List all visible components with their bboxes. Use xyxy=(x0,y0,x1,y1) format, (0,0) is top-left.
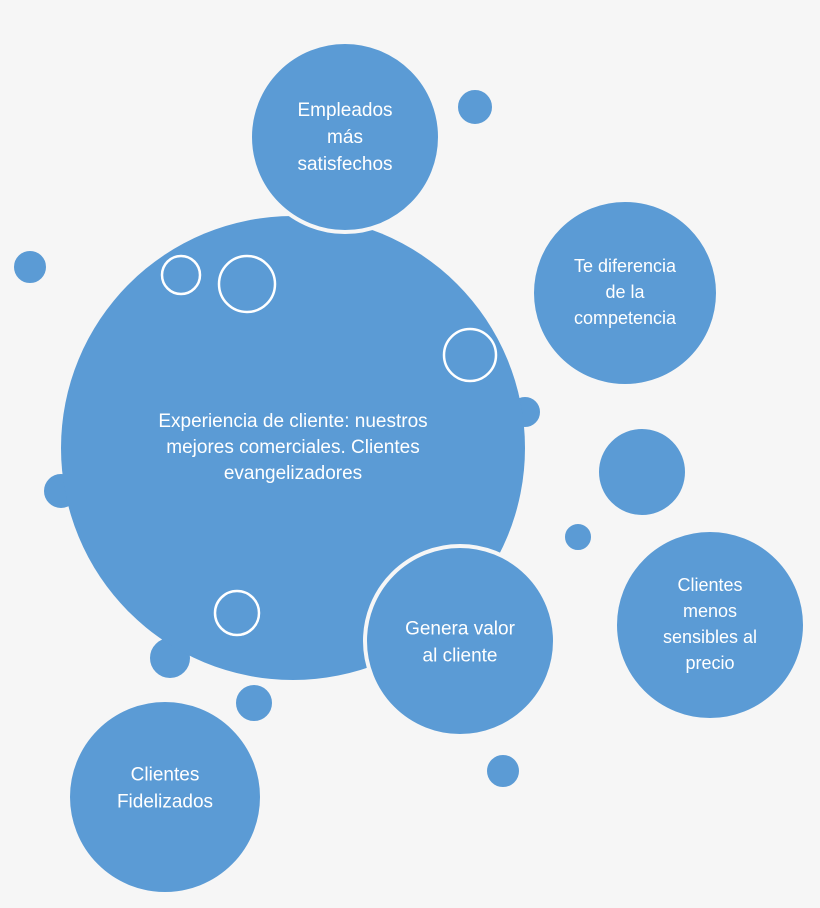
bubble-shape-clientes-menos-sensibles-al-precio xyxy=(613,528,807,722)
accent-bubble-accent-top-right xyxy=(454,86,496,128)
bubble-label-line: más xyxy=(327,127,363,148)
bubble-label-line: Experiencia de cliente: nuestros xyxy=(158,411,427,432)
bubble-label-line: precio xyxy=(685,653,734,673)
accent-bubble-accent-left-upper xyxy=(10,247,50,287)
bubble-genera-valor-al-cliente[interactable]: Genera valor al cliente xyxy=(363,544,557,738)
bubble-label-genera-valor-al-cliente: Genera valor al cliente xyxy=(405,619,516,667)
bubble-shape-genera-valor-al-cliente xyxy=(363,544,557,738)
bubble-label-experiencia-cliente: Experiencia de cliente: nuestros mejores … xyxy=(158,411,427,484)
ring-bubble-ring-right-mid xyxy=(442,327,498,383)
bubble-label-line: Te diferencia xyxy=(574,256,677,276)
bubble-label-line: al cliente xyxy=(423,646,498,667)
accent-bubble-accent-lower-mid xyxy=(232,681,276,725)
bubble-label-line: menos xyxy=(683,601,737,621)
accent-bubble-accent-bottom-mid xyxy=(483,751,523,791)
ring-bubble-ring-lower-center xyxy=(213,589,261,637)
labelled-bubble-layer: Experiencia de cliente: nuestros mejores … xyxy=(61,40,807,896)
bubble-clientes-menos-sensibles-al-precio[interactable]: Clientes menos sensibles al precio xyxy=(613,528,807,722)
bubble-label-line: Empleados xyxy=(297,100,392,121)
bubble-label-line: Genera valor xyxy=(405,619,516,640)
bubble-label-line: satisfechos xyxy=(297,154,392,175)
ring-bubble-ring-upper-left-small xyxy=(160,254,202,296)
bubble-te-diferencia-de-la-competencia[interactable]: Te diferencia de la competencia xyxy=(530,198,720,388)
bubble-label-empleados-mas-satisfechos: Empleados más satisfechos xyxy=(297,100,392,175)
ring-bubble-ring-upper-left-large xyxy=(217,254,277,314)
bubble-shape-te-diferencia-de-la-competencia xyxy=(530,198,720,388)
bubble-label-line: Fidelizados xyxy=(117,792,213,813)
accent-bubble-accent-right-mid xyxy=(595,425,689,519)
bubble-label-line: Clientes xyxy=(131,765,200,786)
bubble-shape-empleados-mas-satisfechos xyxy=(248,40,442,234)
bubble-shape-clientes-fidelizados xyxy=(66,698,264,896)
bubble-label-clientes-menos-sensibles-al-precio: Clientes menos sensibles al precio xyxy=(663,575,757,673)
bubble-empleados-mas-satisfechos[interactable]: Empleados más satisfechos xyxy=(248,40,442,234)
bubble-label-line: de la xyxy=(605,282,645,302)
bubble-label-line: Clientes xyxy=(677,575,742,595)
bubble-label-line: competencia xyxy=(574,308,677,328)
bubble-label-line: evangelizadores xyxy=(224,463,362,484)
bubble-label-line: mejores comerciales. Clientes xyxy=(166,437,419,458)
accent-bubble-accent-right-small xyxy=(561,520,595,554)
ring-bubble-layer xyxy=(160,254,498,637)
bubble-label-te-diferencia-de-la-competencia: Te diferencia de la competencia xyxy=(574,256,677,328)
bubble-label-line: sensibles al xyxy=(663,627,757,647)
